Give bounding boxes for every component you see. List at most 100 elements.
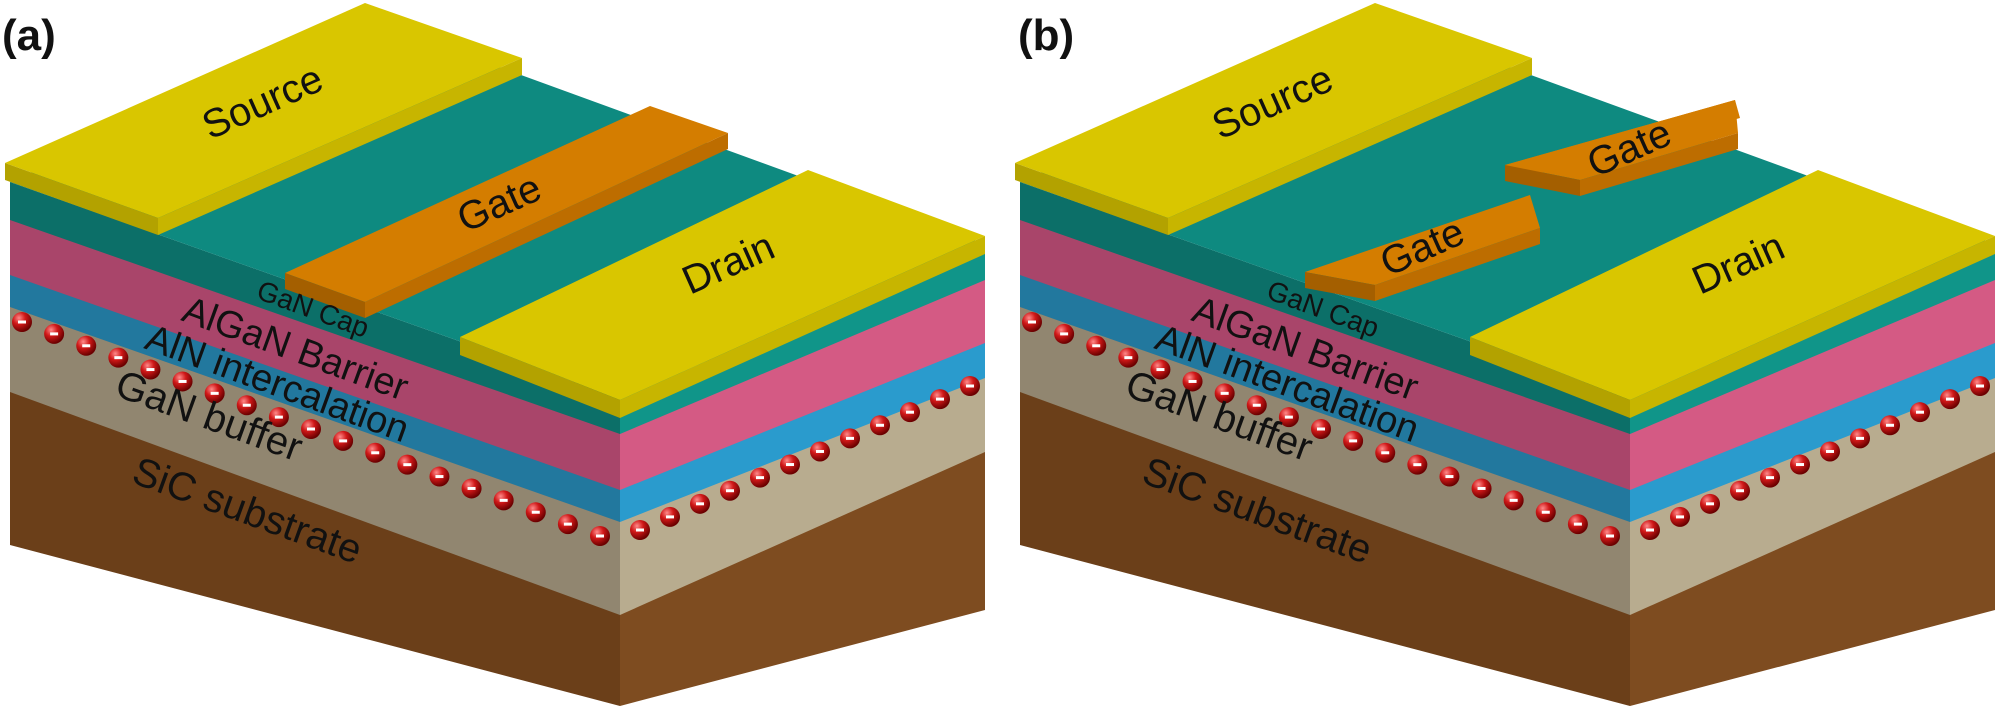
electron-icon <box>397 454 418 475</box>
electron-icon <box>1940 389 1960 410</box>
electron-icon <box>557 514 578 535</box>
electron-icon <box>12 312 32 332</box>
electron-icon <box>1439 466 1460 487</box>
electron-icon <box>1567 514 1588 535</box>
gate-top-contact-side <box>1505 165 1580 196</box>
electron-icon <box>960 376 980 396</box>
electron-icon <box>1730 480 1750 501</box>
electron-icon <box>365 442 386 463</box>
drain-contact-side <box>460 337 620 418</box>
electron-icon <box>1246 395 1267 416</box>
panel-a: (a) Source Gate Drain GaN Cap AlGaN Barr… <box>2 3 985 706</box>
buffer-right-face <box>620 375 985 615</box>
electron-icon <box>1600 526 1620 546</box>
cap-left-face <box>10 182 620 434</box>
electron-icon <box>810 441 830 462</box>
barrier-left-face <box>10 218 620 490</box>
buffer-left-face <box>10 305 620 615</box>
electron-icon <box>1790 454 1810 475</box>
electron-icon <box>1407 454 1428 475</box>
substrate-left-face <box>10 390 620 706</box>
electron-icon <box>660 506 680 527</box>
gate-bottom-contact-side <box>1305 272 1375 301</box>
electron-icon <box>1820 441 1840 462</box>
electron-icon <box>236 395 257 416</box>
source-contact-top <box>5 3 522 218</box>
electron-icon <box>1535 502 1556 523</box>
drain-contact-end <box>1630 236 1995 418</box>
electron-icon <box>1214 383 1235 404</box>
electron-icon <box>1343 430 1364 451</box>
drain-contact-end <box>620 236 985 418</box>
electron-icon <box>172 371 193 392</box>
electron-icon <box>429 466 450 487</box>
electron-icon <box>750 467 770 488</box>
electron-icon <box>301 419 321 439</box>
gate-contact-end <box>365 133 728 318</box>
source-contact-end <box>1168 58 1532 235</box>
electron-icon <box>1375 442 1396 463</box>
source-contact-side <box>5 163 158 235</box>
intercalation-right-face <box>620 340 985 522</box>
electron-row-left <box>12 312 610 546</box>
electron-icon <box>720 480 740 501</box>
electron-icon <box>930 389 950 410</box>
substrate-right-face <box>620 445 985 706</box>
electron-icon <box>44 323 65 344</box>
gate-contact-side <box>285 273 365 318</box>
panel-b: (b) Source Gate Gate Drain GaN Cap AlGaN… <box>1015 3 1995 706</box>
panel-label: (a) <box>2 11 56 60</box>
electron-icon <box>1278 407 1299 428</box>
electron-icon <box>840 428 860 449</box>
gate-bottom-contact-top <box>1305 195 1540 285</box>
panel-label: (b) <box>1018 11 1074 60</box>
electron-icon <box>1471 478 1492 499</box>
electron-icon <box>1054 323 1075 344</box>
electron-icon <box>268 407 289 428</box>
electron-icon <box>1700 493 1720 514</box>
gate-contact-top <box>285 106 728 302</box>
gate-top-contact-top-main <box>1505 100 1738 180</box>
electron-icon <box>1311 419 1331 439</box>
electron-icon <box>1118 347 1139 368</box>
cap-left-face <box>1020 182 1630 434</box>
intercalation-left-face <box>1020 272 1630 522</box>
drain-contact-side <box>1470 337 1630 418</box>
electron-icon <box>1022 312 1042 332</box>
electron-icon <box>1670 506 1690 527</box>
electron-icon <box>1150 359 1171 380</box>
intercalation-right-face <box>1630 340 1995 522</box>
electron-icon <box>1640 520 1660 540</box>
barrier-right-face <box>1630 278 1995 490</box>
electron-row-right <box>1640 376 1990 540</box>
buffer-left-face <box>1020 305 1630 615</box>
electron-icon <box>870 415 890 436</box>
electron-icon <box>140 359 161 380</box>
electron-icon <box>1970 376 1990 396</box>
electron-icon <box>76 335 97 356</box>
barrier-right-face <box>620 278 985 490</box>
electron-icon <box>333 430 354 451</box>
electron-icon <box>1910 402 1930 423</box>
gate-bottom-contact-end <box>1375 228 1540 301</box>
electron-icon <box>461 478 482 499</box>
electron-icon <box>780 454 800 475</box>
electron-icon <box>1503 490 1524 511</box>
electron-row-left <box>1022 312 1620 546</box>
buffer-right-face <box>1630 375 1995 615</box>
electron-icon <box>590 526 610 546</box>
source-contact-top <box>1015 3 1532 218</box>
electron-icon <box>1760 467 1780 488</box>
electron-icon <box>630 520 650 540</box>
barrier-left-face <box>1020 218 1630 490</box>
electron-icon <box>525 502 546 523</box>
electron-icon <box>690 493 710 514</box>
drain-contact-top <box>460 170 985 400</box>
substrate-right-face <box>1630 445 1995 706</box>
electron-icon <box>900 402 920 423</box>
electron-icon <box>1086 335 1107 356</box>
electron-row-right <box>630 376 980 540</box>
source-contact-side <box>1015 163 1168 235</box>
electron-icon <box>108 347 129 368</box>
